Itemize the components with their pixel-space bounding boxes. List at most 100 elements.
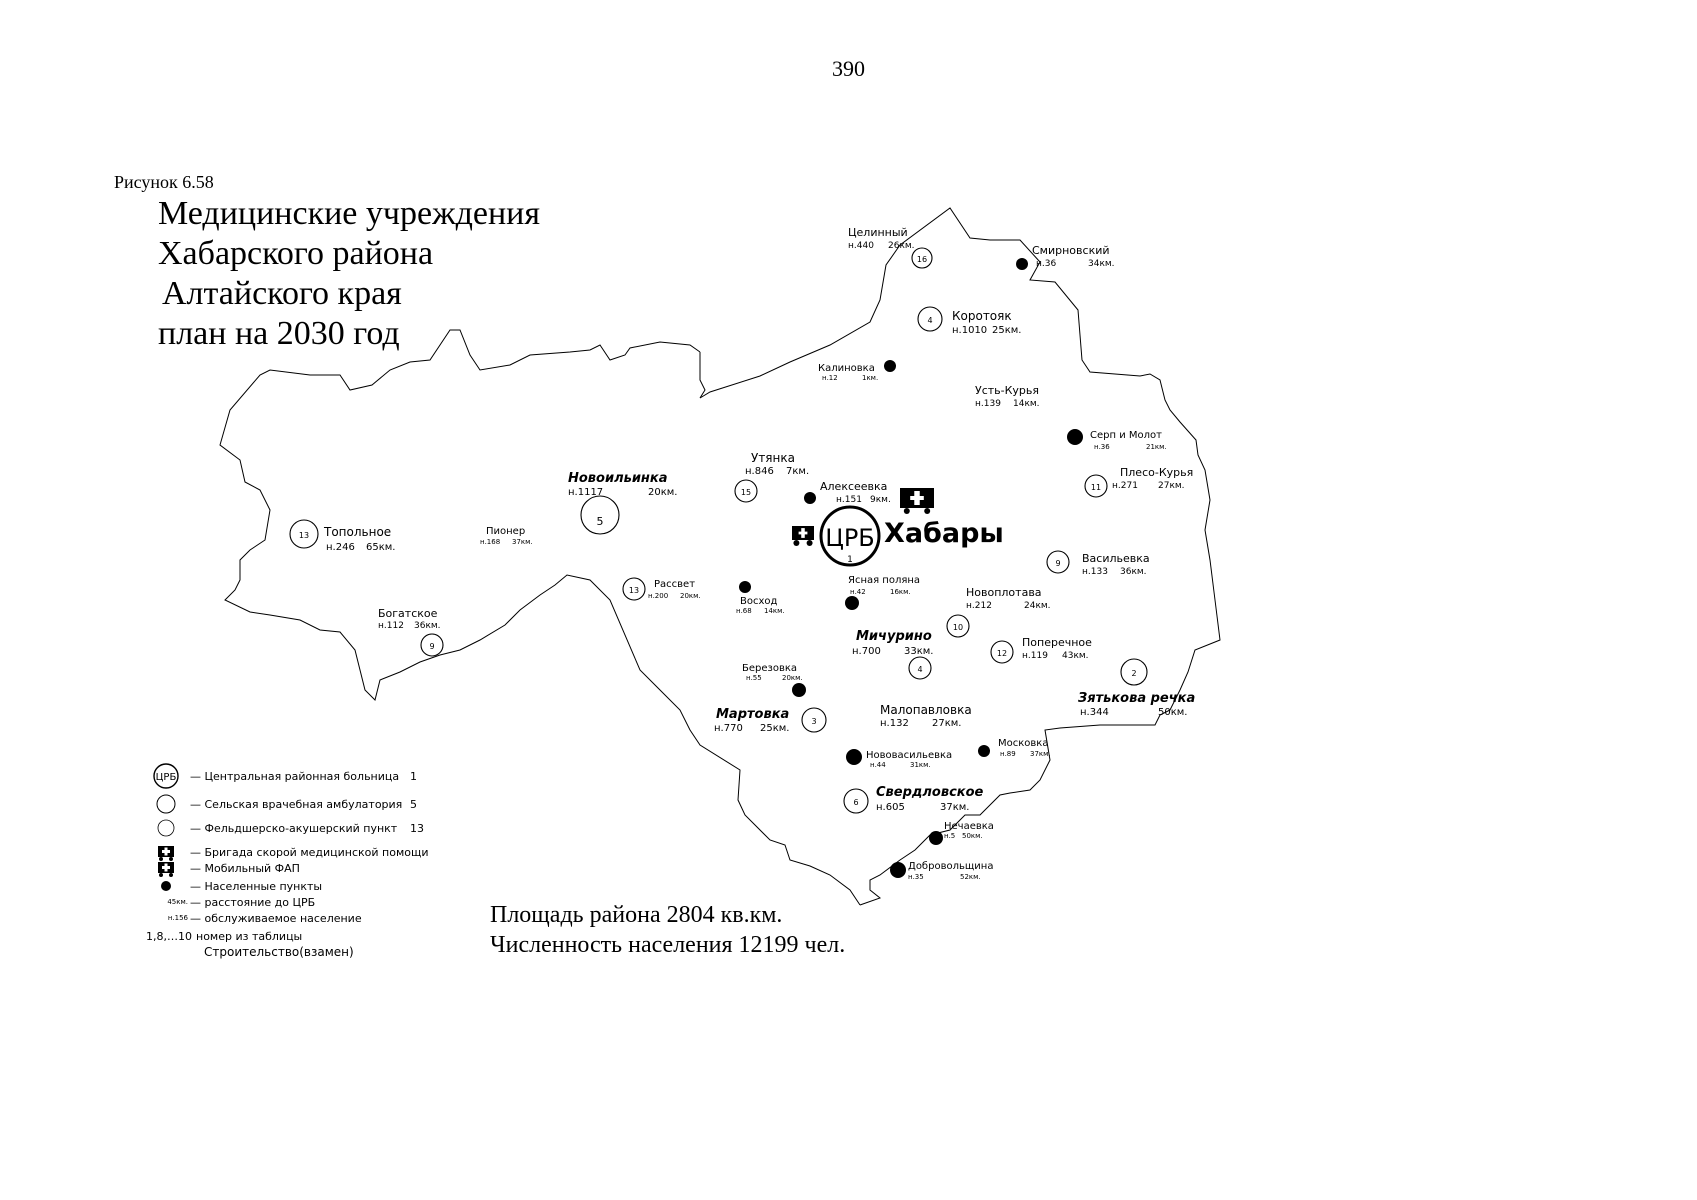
place-7-name: Новоильинка [568,471,668,486]
legend-mobile-fap-text: — Мобильный ФАП [190,861,300,875]
place-15-distance: 16км. [890,588,911,596]
legend-settlement-text: — Населенные пункты [190,879,323,893]
place-2-population: н.1010 [952,325,987,336]
legend-fap-count: 13 [410,821,424,835]
place-5-population: н.36 [1094,443,1110,451]
facility-icon [420,633,444,657]
place-6-distance: 7км. [786,466,809,477]
place-20-distance: 20км. [782,674,803,682]
facility-number: 11 [1091,483,1101,492]
place-21-population: н.344 [1080,707,1109,718]
population-text: Численность населения 12199 чел. [490,932,846,958]
place-18-distance: 33км. [904,646,934,657]
place-24-population: н.44 [870,761,886,769]
facility-number: 2 [1131,669,1136,678]
place-14-name: Восход [740,596,778,607]
place-11-distance: 37км. [512,538,533,546]
place-15-population: н.42 [850,588,866,596]
facility-icon [946,614,970,638]
fap-icon [157,819,175,837]
legend-row-fap: — Фельдшерско-акушерский пункт 13 [148,818,424,838]
place-17-distance: 36км. [414,621,441,631]
facility-icon [801,707,827,733]
legend-row-distance: 45км. — расстояние до ЦРБ [148,892,315,912]
place-9-population: н.271 [1112,481,1138,491]
district-boundary-west [219,329,861,906]
district-boundary [699,207,1221,906]
place-27-distance: 50км. [962,832,983,840]
place-12-name: Васильевка [1082,552,1150,565]
place-25-distance: 37км. [1030,750,1051,758]
facility-number: 6 [853,798,858,807]
place-2-name: Коротояк [952,309,1012,323]
facility-number: 12 [997,649,1007,658]
place-15-name: Ясная поляна [848,575,920,586]
place-8-name: Алексеевка [820,480,887,493]
facility-icon [1084,474,1108,498]
legend-sva-count: 5 [410,797,417,811]
legend-row-ambulance: — Бригада скорой медицинской помощи [148,842,429,862]
place-28-distance: 52км. [960,873,981,881]
facility-icon [1120,658,1148,686]
place-18-name: Мичурино [856,629,932,644]
facility-icon [990,640,1014,664]
title-line-1: Медицинские учреждения [158,195,541,232]
legend-crb-count: 1 [410,769,417,783]
place-28-name: Добровольщина [908,861,993,872]
settlement-icon [1016,258,1028,270]
place-1-name: Смирновский [1032,244,1110,257]
ambulance-wheel [903,508,910,514]
legend-crb-text: — Центральная районная больница [190,769,400,783]
facility-number: 16 [917,255,927,264]
place-28-population: н.35 [908,873,924,881]
place-16-population: н.212 [966,601,992,611]
place-19-name: Поперечное [1022,636,1092,649]
facility-number: 3 [811,717,816,726]
place-12-population: н.133 [1082,567,1108,577]
place-14-population: н.68 [736,607,752,615]
title-line-3: Алтайского края [162,275,402,312]
place-13-name: Рассвет [654,579,695,590]
title-line-2: Хабарского района [158,235,434,272]
ambulance-wheel [793,540,800,546]
legend-ambulance-text: — Бригада скорой медицинской помощи [190,845,429,859]
place-3-name: Калиновка [818,363,875,374]
facility-icon [911,247,933,269]
ambulance-cross [914,491,920,505]
area-text: Площадь района 2804 кв.км. [490,902,783,928]
facility-icon [580,495,620,535]
place-7-population: н.1117 [568,487,603,498]
facility-icon [289,519,319,549]
place-0-distance: 26км. [888,241,915,251]
place-17-population: н.112 [378,621,404,631]
facility-icon [1046,550,1070,574]
place-23-distance: 27км. [932,718,962,729]
place-19-distance: 43км. [1062,651,1089,661]
place-27-population: н.5 [944,832,955,840]
place-11-population: н.168 [480,538,500,546]
legend-row-mobile-fap: — Мобильный ФАП [148,858,300,878]
crb-number: 1 [847,555,853,565]
settlement-icon [845,596,859,610]
place-4-name: Усть-Курья [975,384,1039,397]
legend-row-construction: Строительство(взамен) [204,942,354,962]
facility-number: 5 [597,515,604,528]
legend-row-crb: ЦРБ — Центральная районная больница 1 [148,763,417,789]
place-24-name: Нововасильевка [866,750,952,761]
settlement-icon [161,881,171,891]
place-6-name: Утянка [751,451,795,465]
place-17-name: Богатское [378,607,438,620]
facility-icon [622,577,646,601]
place-27-name: Нечаевка [944,821,994,832]
place-13-distance: 20км. [680,592,701,600]
crb-icon [153,763,179,789]
settlement-icon [890,862,906,878]
place-9-distance: 27км. [1158,481,1185,491]
facility-icon [917,306,943,332]
settlement-icon [792,683,806,697]
legend-distance-sample: 45км. [167,898,188,906]
crb-icon [819,505,881,567]
facility-number: 4 [917,665,922,674]
facility-icon [734,479,758,503]
